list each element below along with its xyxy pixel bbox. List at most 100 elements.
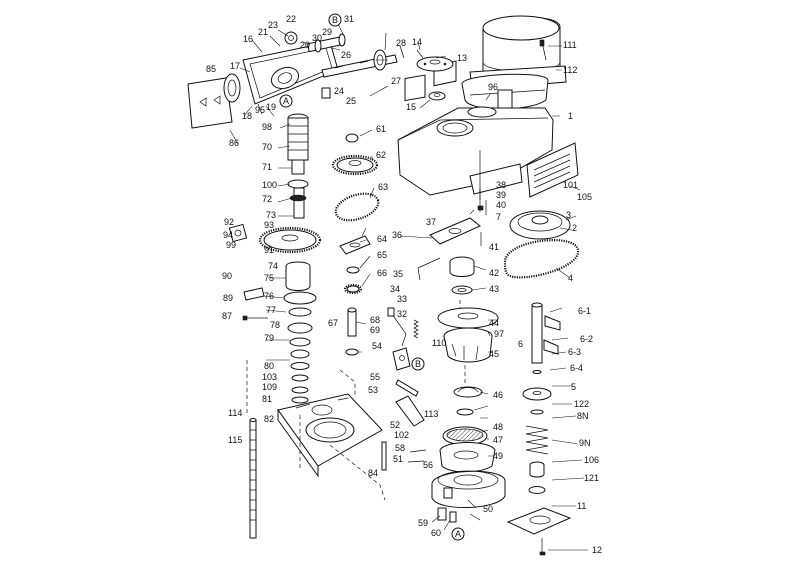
- part-label: 73: [266, 210, 276, 220]
- part-label: 113: [424, 409, 438, 419]
- part-label: 86: [229, 138, 239, 148]
- part-label: 66: [377, 268, 387, 278]
- spring-8n: [525, 425, 549, 455]
- timing-belt-63: [334, 192, 380, 222]
- part-label: 90: [222, 271, 232, 281]
- part-label: 40: [496, 200, 506, 210]
- part-label: 70: [262, 142, 272, 152]
- dowel-84: [381, 441, 387, 471]
- part-label: 101: [563, 180, 578, 190]
- bearing-housing-64: [339, 235, 371, 255]
- part-label: 103: [262, 372, 277, 382]
- part-label: 80: [264, 361, 274, 371]
- part-label: 54: [372, 341, 382, 351]
- bolts-59-60: [437, 507, 457, 523]
- part-label: 22: [286, 14, 296, 24]
- part-label: 13: [457, 53, 467, 63]
- part-label: 39: [496, 190, 506, 200]
- part-label: 35: [393, 269, 403, 279]
- bracket-92: [228, 223, 248, 243]
- motor-assembly: [461, 15, 567, 111]
- part-label: 11: [577, 501, 586, 511]
- part-label: 55: [370, 372, 380, 382]
- part-label: 71: [262, 162, 272, 172]
- washer-122: [530, 409, 544, 415]
- part-label: 14: [412, 37, 422, 47]
- part-label: 15: [406, 102, 416, 112]
- screw-58-51: [407, 449, 427, 463]
- part-label: 93: [264, 220, 274, 230]
- housing-47-49: [439, 426, 496, 473]
- part-label: 56: [423, 460, 433, 470]
- part-label: 121: [584, 473, 599, 483]
- part-label: 109: [262, 382, 277, 392]
- part-label: 61: [376, 124, 386, 134]
- part-label: 33: [397, 294, 407, 304]
- ring-43: [451, 285, 473, 295]
- head-casting: [397, 60, 554, 200]
- part-label: 18: [242, 111, 252, 121]
- part-label: 26: [341, 50, 351, 60]
- part-label: 41: [489, 242, 499, 252]
- part-label: 98: [262, 122, 272, 132]
- part-label: 77: [266, 305, 276, 315]
- part-label: 97: [494, 329, 504, 339]
- part-label: 78: [270, 320, 280, 330]
- part-label: 9N: [579, 438, 591, 448]
- callout-a-bottom: A: [451, 527, 465, 541]
- flange-5: [522, 387, 552, 401]
- part-label: 96: [488, 82, 498, 92]
- dial-plate: [187, 77, 233, 129]
- part-label: 67: [328, 318, 338, 328]
- small-gear-22: [284, 31, 298, 45]
- handwheel-85: [223, 73, 241, 103]
- part-label: 58: [395, 443, 405, 453]
- ring-stack: [283, 291, 317, 404]
- part-label: 64: [377, 234, 387, 244]
- part-label: 59: [418, 518, 428, 528]
- part-label: 46: [493, 390, 503, 400]
- part-label: 48: [493, 422, 503, 432]
- part-label: 38: [496, 180, 506, 190]
- part-label: 75: [264, 273, 274, 283]
- callout-b-top-letter: B: [332, 15, 338, 25]
- part-label: 34: [390, 284, 400, 294]
- part-label: 3: [566, 210, 571, 220]
- pin-53: [395, 379, 419, 397]
- part-label: 72: [262, 194, 272, 204]
- lever-32: [387, 307, 407, 347]
- part-label: 8N: [577, 411, 589, 421]
- part-label: 68: [370, 315, 380, 325]
- v-belt: [503, 239, 580, 279]
- part-label: 89: [223, 293, 233, 303]
- part-label: 42: [489, 268, 499, 278]
- part-label: 112: [563, 65, 577, 75]
- part-label: 79: [264, 333, 274, 343]
- part-label: 81: [262, 394, 272, 404]
- part-labels: 1 2 3 4 5 6 6-1 6-2 6-3 6-4 7 8N 9N 11 1…: [206, 14, 602, 555]
- part-label: 50: [483, 504, 493, 514]
- part-label: 62: [376, 150, 386, 160]
- part-label: 65: [377, 250, 387, 260]
- worm-shaft-29: [306, 33, 346, 53]
- callout-a-bottom-letter: A: [455, 529, 461, 539]
- part-label: 49: [493, 451, 503, 461]
- sleeve-74: [285, 261, 311, 291]
- gear-66: [343, 283, 363, 295]
- part-label: 30: [312, 33, 322, 43]
- quill-housing-50: [431, 470, 506, 508]
- part-label: 122: [574, 399, 589, 409]
- part-label: 51: [393, 454, 403, 464]
- part-label: 17: [230, 61, 240, 71]
- quill-stack: [287, 113, 309, 219]
- part-label: 2: [572, 223, 577, 233]
- screw-14-top: [416, 49, 424, 59]
- part-label: 110: [432, 338, 446, 348]
- part-label: 37: [426, 217, 436, 227]
- rack-rod-114: [249, 418, 257, 539]
- nut-43-lower: [456, 408, 474, 416]
- callout-a-top-letter: A: [283, 96, 289, 106]
- part-label: 20: [300, 40, 310, 50]
- part-label: 115: [228, 435, 242, 445]
